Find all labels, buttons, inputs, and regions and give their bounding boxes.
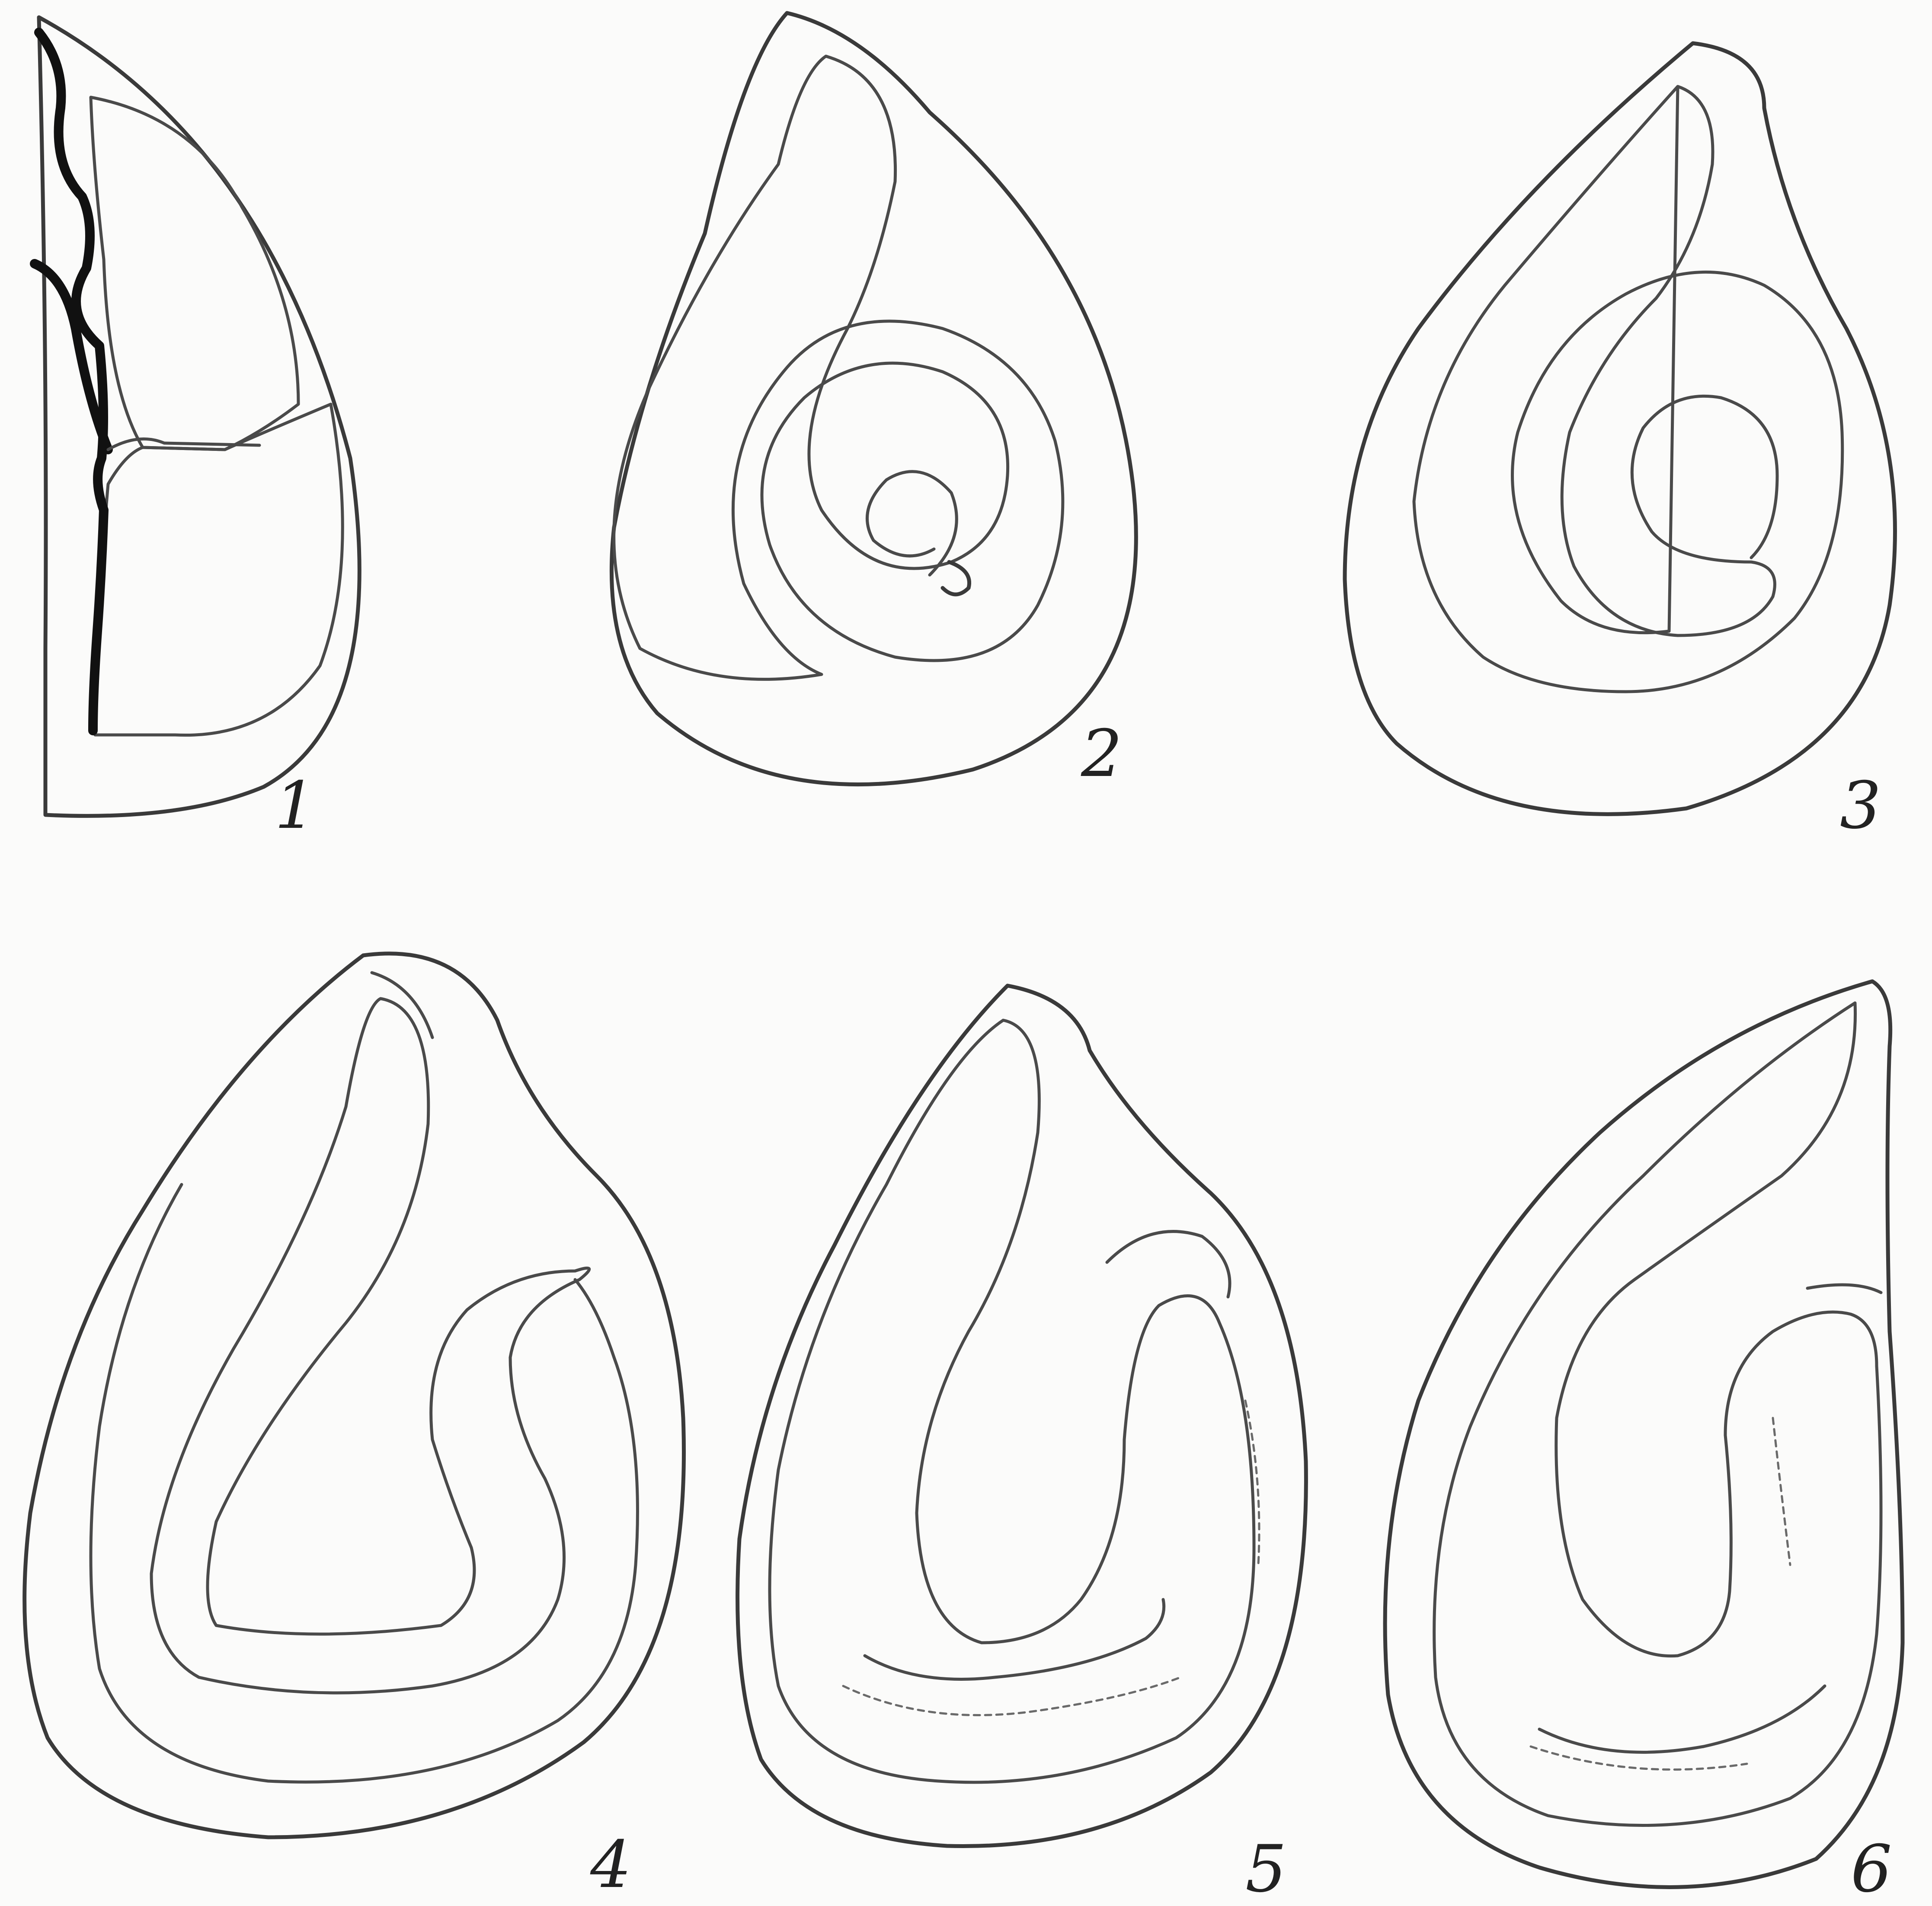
figure-3: 3	[1345, 43, 1895, 843]
figure-5-number: 5	[1245, 1832, 1286, 1906]
figure-6-middle-band	[1539, 1285, 1881, 1752]
figure-6-inner-loop	[1434, 1003, 1881, 1826]
figure-5-outline	[738, 986, 1306, 1846]
figure-4: 4	[25, 954, 684, 1903]
figure-3-number: 3	[1840, 768, 1881, 843]
figure-1-outline	[39, 17, 359, 816]
figure-5-inner-loop	[770, 1020, 1254, 1782]
figure-2-core-tip	[943, 562, 969, 594]
figure-4-outer-band	[91, 973, 637, 1782]
figure-2-inner-coil	[614, 56, 1063, 679]
figure-4-number: 4	[590, 1827, 631, 1903]
figure-6-dotted-line	[1531, 1418, 1790, 1769]
figure-1: 1	[35, 17, 359, 843]
figure-4-outline	[25, 954, 684, 1837]
figure-2: 2	[611, 13, 1136, 792]
figure-6-number: 6	[1851, 1832, 1892, 1906]
figure-2-number: 2	[1081, 716, 1122, 792]
figure-5: 5	[738, 986, 1306, 1906]
figure-3-inner-coil	[1414, 86, 1842, 692]
figure-1-upper-chamber	[91, 97, 298, 450]
figure-1-number: 1	[275, 768, 316, 843]
figure-5-dotted-line	[843, 1401, 1259, 1715]
figure-1-lower-chamber	[95, 404, 342, 735]
figure-2-core-loop	[867, 472, 956, 575]
figure-6: 6	[1385, 981, 1903, 1906]
